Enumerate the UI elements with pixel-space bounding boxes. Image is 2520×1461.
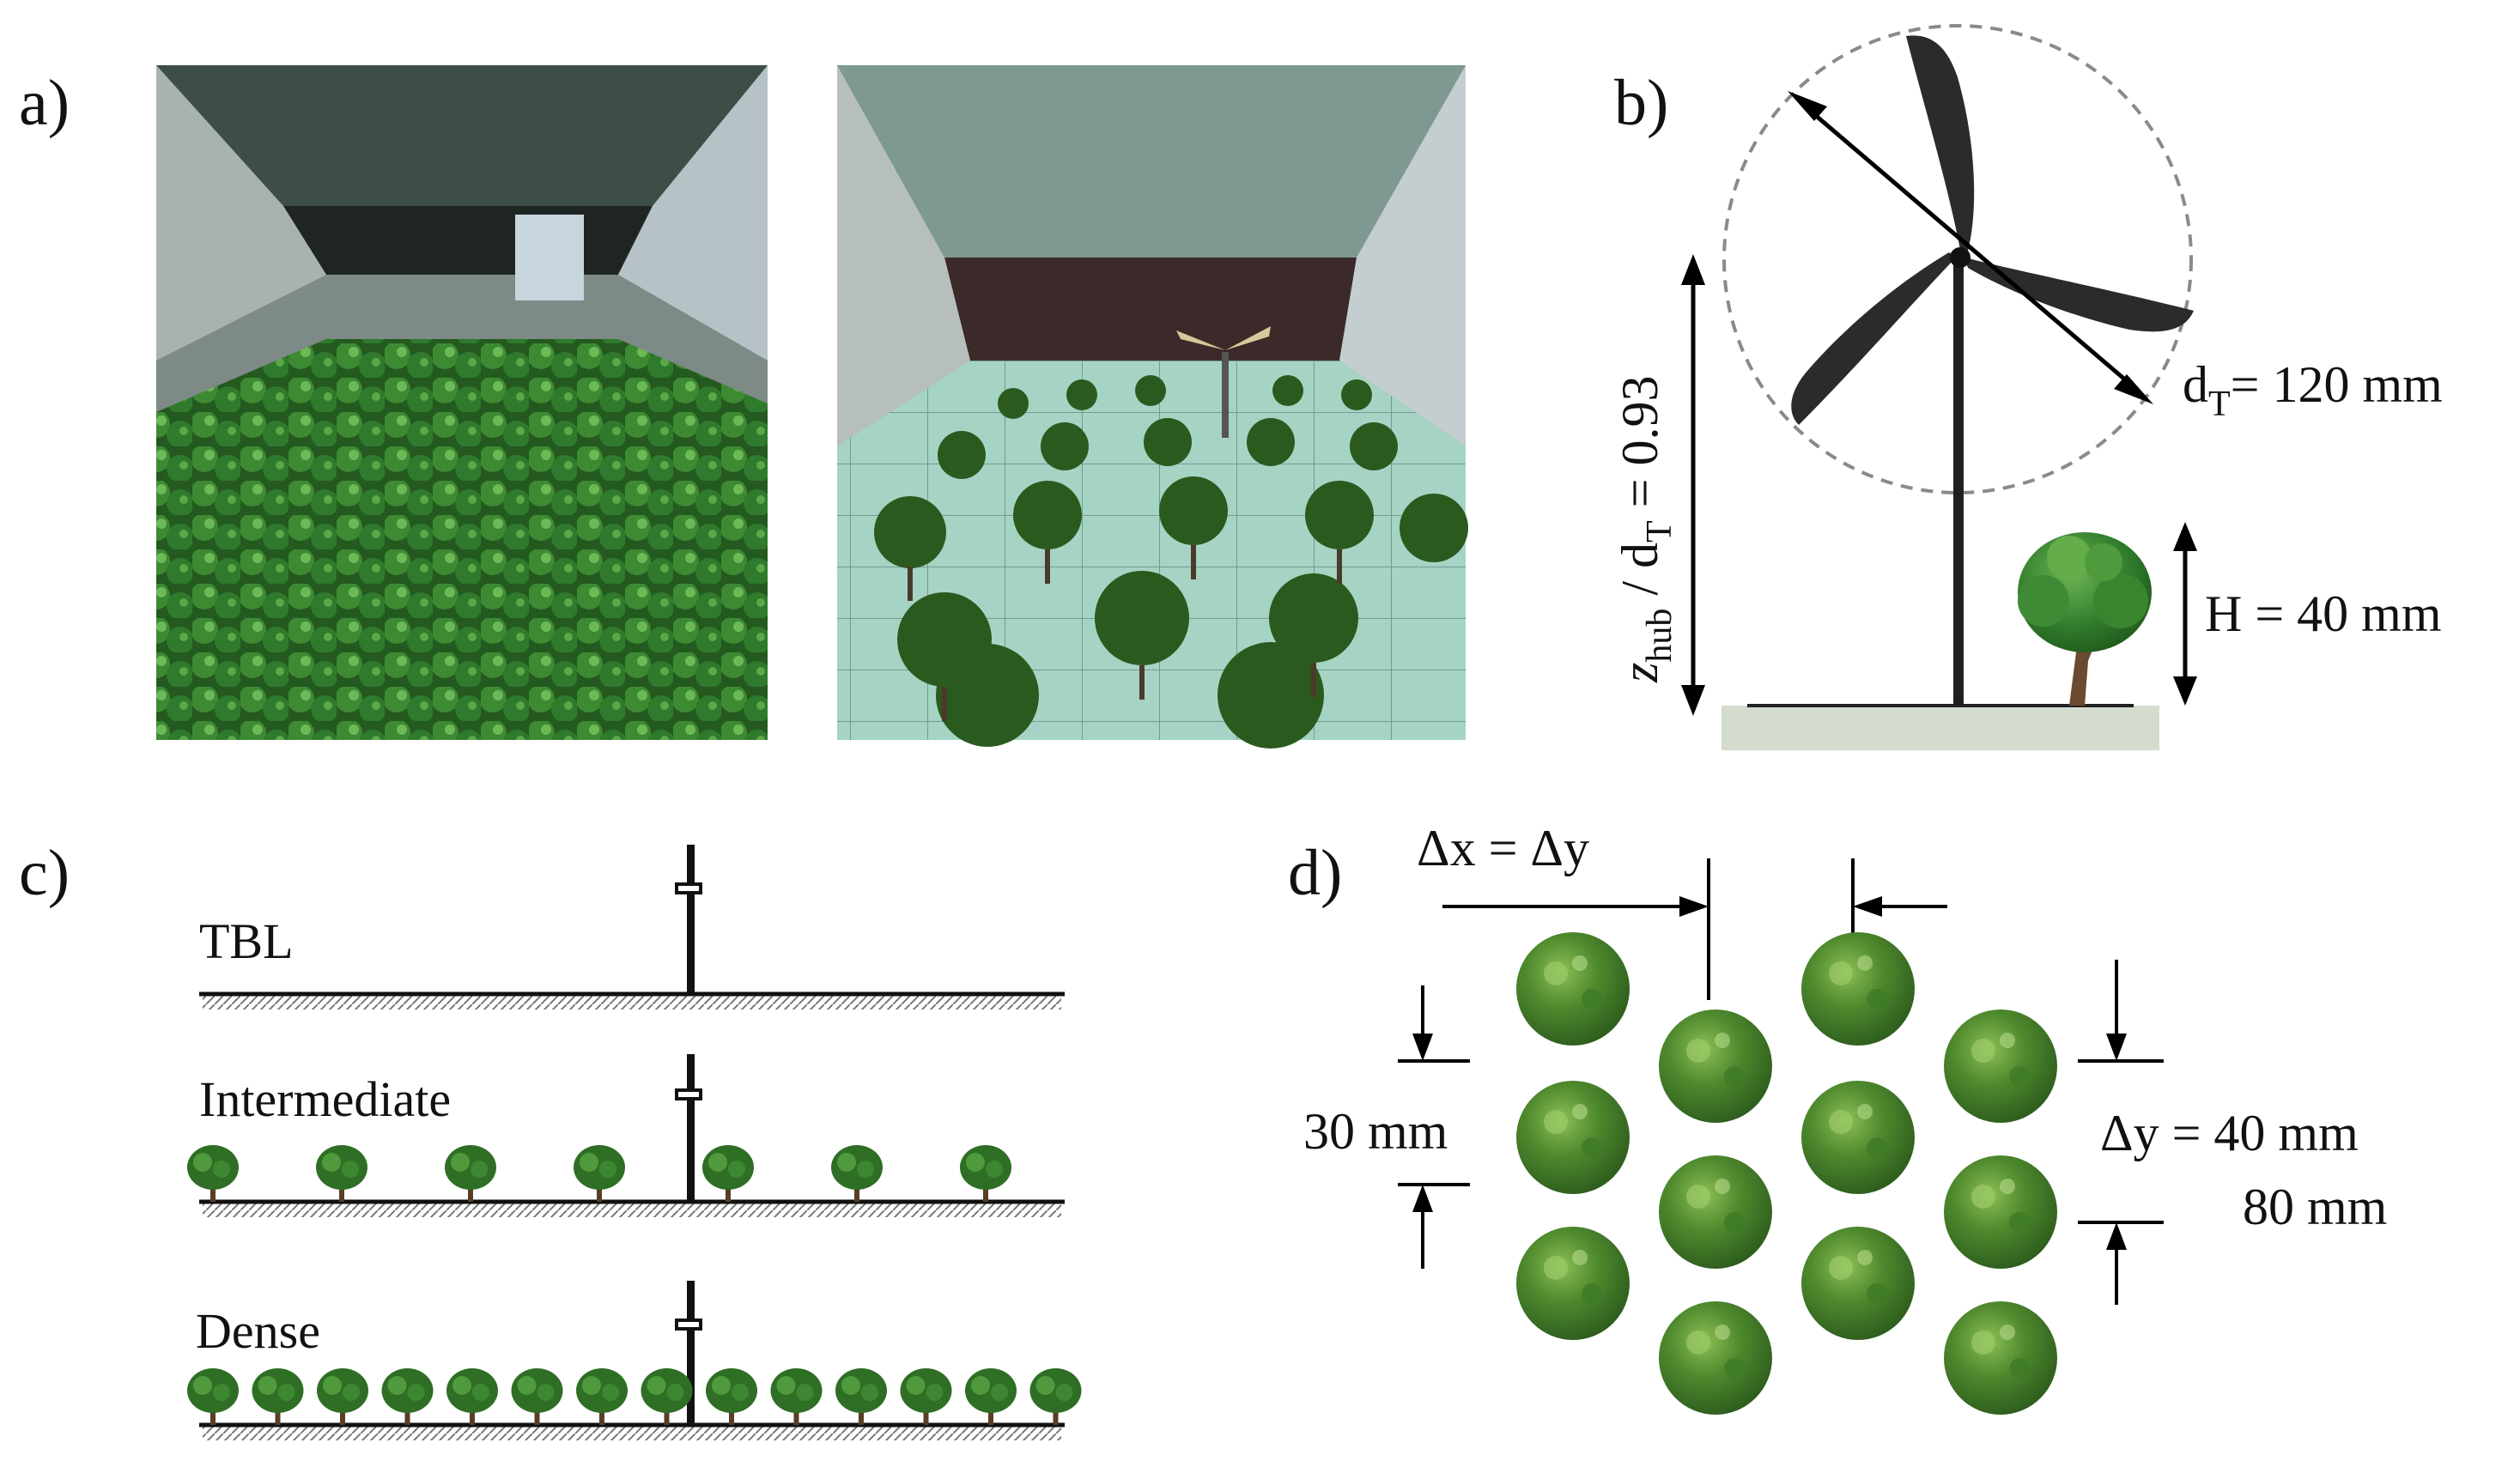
small-tree-icon (511, 1368, 563, 1425)
rotor-diameter-arrow (1788, 91, 2153, 404)
panel-d-label: d) (1288, 837, 1342, 909)
small-tree-icon (831, 1145, 883, 1202)
spacing-label: Δx = Δy (1417, 820, 1589, 876)
small-tree-icon (1029, 1368, 1082, 1425)
tree-layout-plan-view (1516, 932, 2057, 1415)
dy-label-80mm: 80 mm (2243, 1179, 2387, 1235)
row-label-intermediate: Intermediate (199, 1071, 451, 1127)
plan-tree-crown-icon (1801, 1081, 1915, 1194)
small-tree-icon (702, 1145, 754, 1202)
small-tree-icon (965, 1368, 1017, 1425)
plan-tree-crown-icon (1659, 1009, 1772, 1123)
plan-tree-crown-icon (1516, 1227, 1630, 1340)
plan-tree-crown-icon (1944, 1155, 2057, 1269)
rotor-diameter-label: dT= 120 mm (2183, 356, 2443, 424)
plan-tree-crown-icon (1516, 932, 1630, 1046)
ground-block (1721, 706, 2159, 750)
small-tree-icon (187, 1145, 239, 1202)
hub-height-ratio-label: zhub / dT = 0.93 (1612, 375, 1679, 683)
wind-tunnel-photo-sparse-canopy (837, 65, 1468, 749)
panel-a-label: a) (19, 67, 70, 139)
hub-height-arrow (1681, 254, 1705, 716)
small-tree-icon (576, 1368, 628, 1425)
small-tree-icon (770, 1368, 823, 1425)
small-tree-icon (445, 1145, 496, 1202)
small-tree-icon (960, 1145, 1011, 1202)
dy-label-40mm: Δy = 40 mm (2100, 1105, 2359, 1161)
small-tree-icon (574, 1145, 625, 1202)
tree-model-icon (2018, 532, 2152, 706)
plan-tree-crown-icon (1944, 1301, 2057, 1415)
small-tree-icon (641, 1368, 693, 1425)
rotor-swept-area-circle (1722, 24, 2193, 494)
small-tree-icon (446, 1368, 498, 1425)
dense-row-trees (187, 1368, 1082, 1425)
wind-turbine-icon (1791, 35, 2194, 706)
small-tree-icon (252, 1368, 304, 1425)
small-tree-icon (900, 1368, 952, 1425)
plan-tree-crown-icon (1801, 1227, 1915, 1340)
dense-row-schematic (199, 1281, 1065, 1440)
plan-tree-crown-icon (1944, 1009, 2057, 1123)
tbl-row-schematic (199, 845, 1065, 1009)
panel-c-label: c) (19, 837, 70, 909)
dy-dimension-arrows (2078, 960, 2164, 1305)
small-tree-icon (316, 1145, 367, 1202)
small-tree-icon (317, 1368, 368, 1425)
panel-b-label: b) (1614, 67, 1668, 139)
small-tree-icon (835, 1368, 887, 1425)
diameter-label: 30 mm (1303, 1103, 1448, 1160)
plan-tree-crown-icon (1516, 1081, 1630, 1194)
row-label-dense: Dense (196, 1303, 320, 1359)
row-label-tbl: TBL (199, 913, 294, 969)
small-tree-icon (706, 1368, 757, 1425)
small-tree-icon (381, 1368, 434, 1425)
plan-tree-crown-icon (1659, 1155, 1772, 1269)
spacing-dimension-arrows (1442, 858, 1947, 1000)
plan-tree-crown-icon (1801, 932, 1915, 1046)
tree-height-arrow (2173, 522, 2197, 706)
tree-height-label: H = 40 mm (2205, 585, 2442, 642)
diameter-dimension-arrows (1398, 985, 1470, 1269)
plan-tree-crown-icon (1659, 1301, 1772, 1415)
intermediate-row-trees (187, 1145, 1011, 1202)
wind-tunnel-photo-dense-canopy (156, 65, 768, 740)
small-tree-icon (187, 1368, 239, 1425)
